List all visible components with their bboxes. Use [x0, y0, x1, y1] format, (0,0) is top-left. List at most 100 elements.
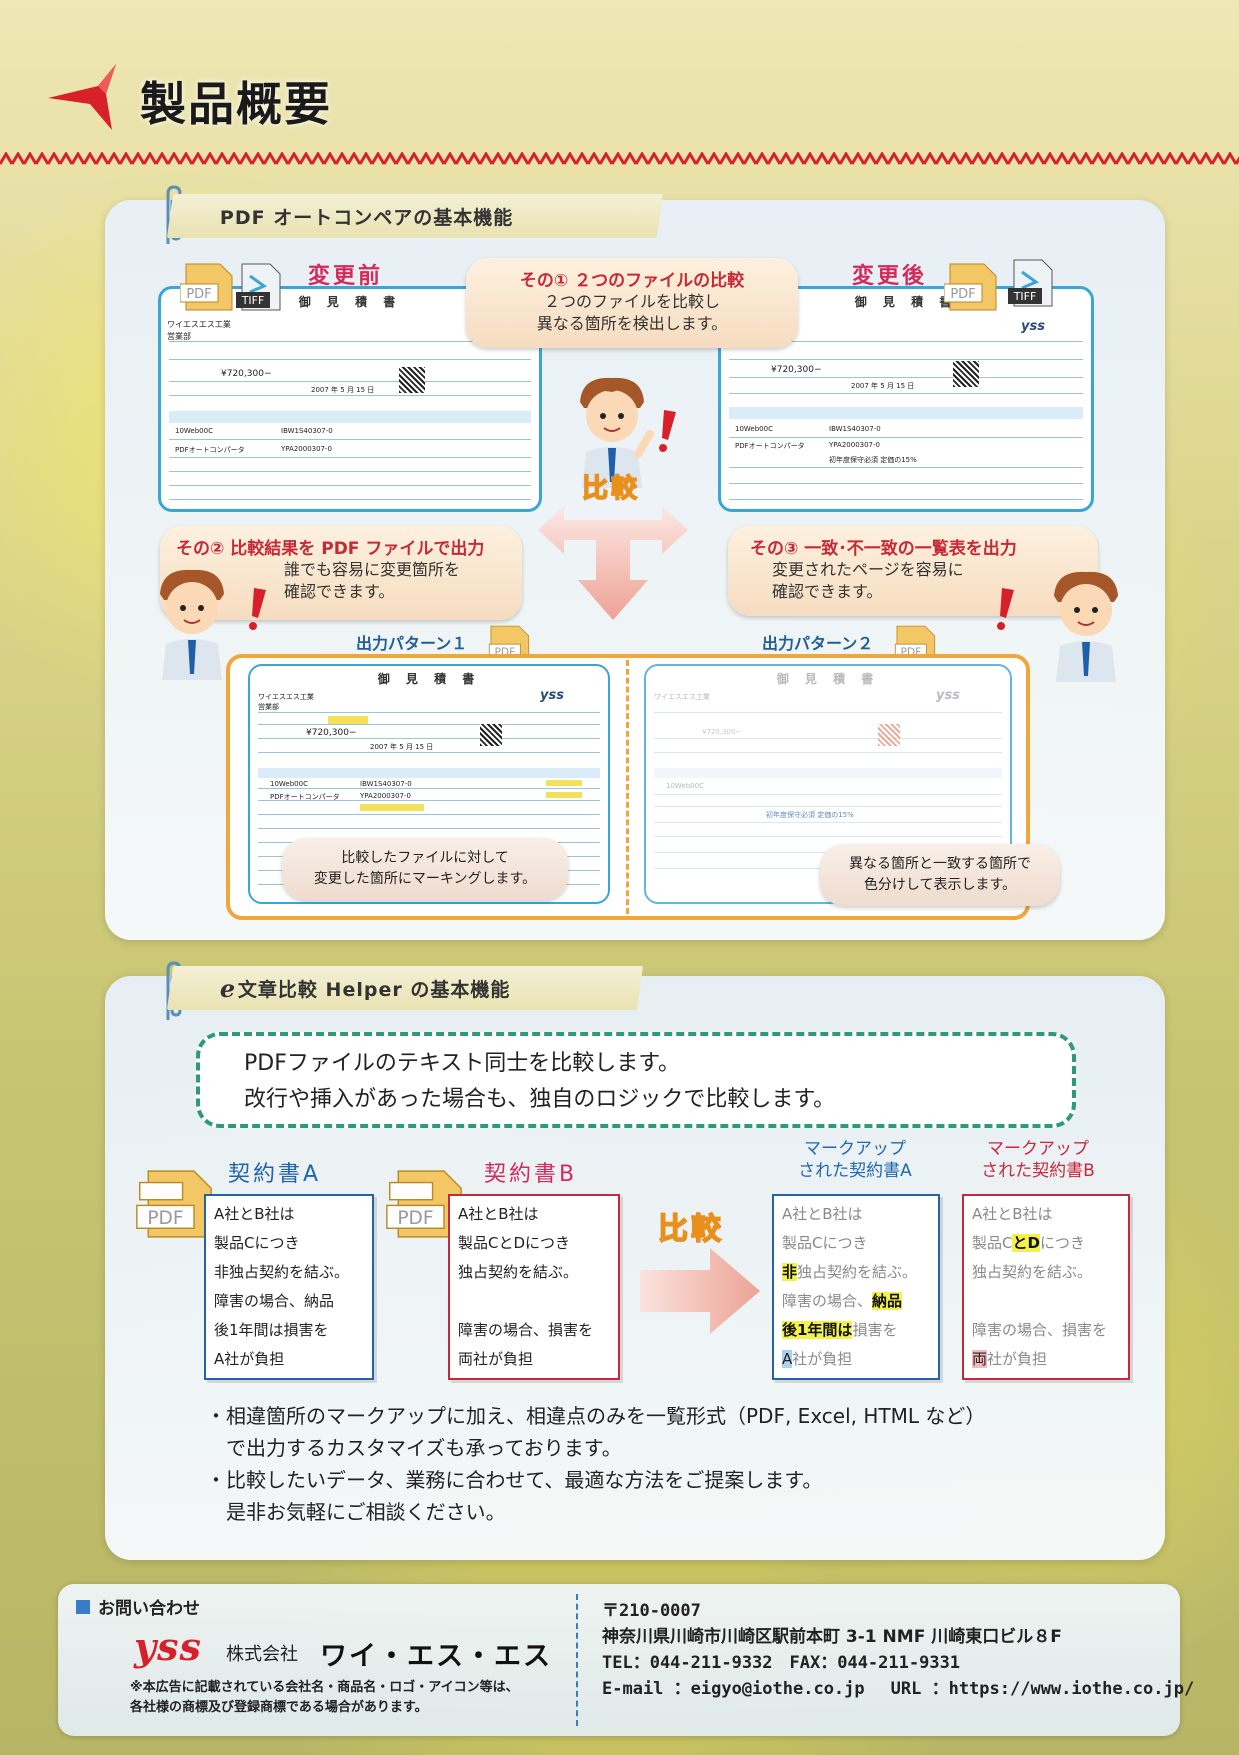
postal-code: 〒210-0007	[602, 1601, 701, 1621]
exclamation-icon	[659, 410, 676, 452]
doc-heading: 御 見 積 書	[776, 672, 880, 686]
contract-b-line: A社とB社は	[458, 1205, 539, 1223]
email-link[interactable]: E-mail ：eigyo@iothe.co.jp	[602, 1679, 865, 1699]
doc-note: 初年度保守必須 定価の15%	[829, 456, 917, 464]
markup-a: A社とB社は 製品Cにつき 非独占契約を結ぶ。 障害の場合、納品 後1年間は損害…	[772, 1194, 940, 1380]
markup-a-line: 障害の場合、納品	[782, 1292, 903, 1310]
disclaimer: ※本広告に記載されている会社名・商品名・ロゴ・アイコン等は、 各社様の商標及び登…	[130, 1680, 519, 1715]
contract-a-line: 障害の場合、納品	[214, 1292, 335, 1310]
compare-label-2: 比較	[657, 1211, 724, 1248]
markup-b-line: A社とB社は	[972, 1205, 1053, 1223]
footer	[58, 1584, 1180, 1736]
svg-text:TIFF: TIFF	[241, 294, 265, 307]
presenter-character-icon	[160, 569, 224, 680]
tiff-file-icon: TIFF	[1008, 259, 1053, 307]
step1-body2: 異なる箇所を検出します。	[536, 314, 728, 333]
pattern1-label: 出力パターン１	[356, 634, 468, 653]
company-name: ワイ・エス・エス	[320, 1641, 552, 1672]
step3-body2: 確認できます。	[772, 582, 883, 601]
contract-b-line: 製品CとDにつき	[458, 1234, 571, 1252]
pattern2-bubble-line2: 色分けして表示します。	[863, 877, 1017, 893]
pdf-file-icon: PDF	[944, 263, 997, 311]
markup-a-line: 後1年間は損害を	[782, 1321, 898, 1339]
contract-a-line: 製品Cにつき	[214, 1234, 300, 1252]
square-icon	[76, 1599, 90, 1614]
contract-a-line: 非独占契約を結ぶ。	[214, 1263, 350, 1281]
contract-a-line: A社が負担	[214, 1350, 285, 1368]
doc-dept: 営業部	[258, 703, 279, 711]
doc-heading: 御 見 積 書	[377, 672, 481, 686]
contract-a: A社とB社は 製品Cにつき 非独占契約を結ぶ。 障害の場合、納品 後1年間は損害…	[204, 1194, 374, 1380]
markup-a-line: A社とB社は	[782, 1205, 863, 1223]
markup-b-line: 独占契約を結ぶ。	[972, 1263, 1093, 1281]
note-line: 是非お気軽にご相談ください。	[226, 1500, 506, 1524]
markup-a-label: マークアップ された契約書A	[780, 1138, 930, 1182]
markup-a-line: 非独占契約を結ぶ。	[782, 1263, 918, 1281]
presenter-character-icon	[1054, 571, 1118, 682]
pdf-file-icon: PDF	[136, 1170, 212, 1238]
markup-a-line: 製品Cにつき	[782, 1234, 868, 1252]
diff-highlight: とD	[1012, 1234, 1040, 1252]
contract-b-line: 障害の場合、損害を	[458, 1321, 594, 1339]
qr-code	[480, 724, 502, 746]
contact-heading: お問い合わせ	[76, 1594, 200, 1619]
notes: ・相違箇所のマークアップに加え、相違点のみを一覧形式（PDF, Excel, H…	[206, 1400, 1106, 1528]
section2-title: 文章比較 Helper の基本機能	[238, 978, 511, 1001]
output-divider	[626, 660, 629, 914]
doc-company: ワイエスエス工業	[258, 693, 314, 701]
markup-a-label2: された契約書A	[798, 1161, 912, 1181]
step2-body1: 誰でも容易に変更箇所を	[284, 560, 461, 579]
right-arrow-icon	[640, 1248, 760, 1334]
doc-heading: 御 見 積 書	[298, 295, 402, 309]
note-line: で出力するカスタマイズも承っております。	[226, 1436, 622, 1460]
doc-date: 2007 年 5 月 15 日	[311, 386, 375, 394]
doc-row1: 10Web00C	[735, 425, 773, 433]
highlight-mark	[360, 804, 424, 811]
contact-details: 〒210-0007 神奈川県川崎市川崎区駅前本町 3-1 NMF 川崎東口ビル８…	[602, 1598, 1194, 1702]
pattern1-bubble-line2: 変更した箇所にマーキングします。	[313, 871, 537, 887]
doc-row2: PDFオートコンパータ	[270, 793, 340, 801]
doc-row2-code: YPA2000307-0	[281, 445, 332, 453]
svg-text:PDF: PDF	[950, 287, 975, 302]
highlight-mark	[546, 792, 582, 798]
doc-yss: yss	[936, 688, 960, 703]
contract-b: A社とB社は 製品CとDにつき 独占契約を結ぶ。 障害の場合、損害を 両社が負担	[448, 1194, 620, 1380]
markup-b-line	[964, 1287, 1128, 1316]
doc-yss: yss	[540, 688, 564, 703]
tiff-file-icon: TIFF	[236, 263, 281, 311]
doc-amount: ¥720,300−	[702, 728, 742, 736]
svg-text:TIFF: TIFF	[1013, 290, 1037, 303]
pattern2-label: 出力パターン２	[762, 634, 874, 653]
step1-body1: ２つのファイルを比較し	[543, 292, 720, 311]
website-link[interactable]: URL ：https://www.iothe.co.jp/	[890, 1679, 1195, 1699]
footer-divider	[576, 1594, 578, 1726]
doc-row2-code: YPA2000307-0	[829, 441, 880, 449]
pattern2-bubble: 異なる箇所と一致する箇所で 色分けして表示します。	[820, 844, 1060, 906]
doc-amount: ¥720,300−	[306, 728, 357, 738]
doc-date: 2007 年 5 月 15 日	[851, 382, 915, 390]
contract-b-line: 両社が負担	[458, 1350, 534, 1368]
markup-b-line: 両社が負担	[972, 1350, 1048, 1368]
doc-row1-code: IBW1S40307-0	[829, 425, 881, 433]
diff-highlight: 両	[972, 1350, 988, 1368]
markup-b-label1: マークアップ	[987, 1139, 1089, 1159]
qr-code	[399, 367, 425, 393]
doc-row2: PDFオートコンパータ	[735, 442, 805, 450]
doc-row1: 10Web00C	[270, 780, 308, 788]
exclamation-icon	[249, 588, 266, 630]
company-prefix: 株式会社	[226, 1644, 298, 1665]
pdf-file-icon: PDF	[180, 263, 233, 311]
highlight-mark	[546, 780, 582, 786]
pattern1-bubble-line1: 比較したファイルに対して	[341, 850, 509, 866]
svg-text:PDF: PDF	[147, 1208, 183, 1229]
doc-company: ワイエスエス工業	[167, 320, 231, 329]
svg-text:PDF: PDF	[397, 1208, 433, 1229]
pdf-file-icon: PDF	[386, 1170, 462, 1238]
diff-highlight: 非	[782, 1263, 798, 1281]
doc-amount: ¥720,300−	[221, 369, 272, 379]
contract-a-line: 後1年間は損害を	[214, 1321, 329, 1339]
contract-a-line: A社とB社は	[214, 1205, 295, 1223]
company-logo: yss	[134, 1624, 202, 1669]
contract-b-label: 契約書B	[484, 1162, 578, 1187]
